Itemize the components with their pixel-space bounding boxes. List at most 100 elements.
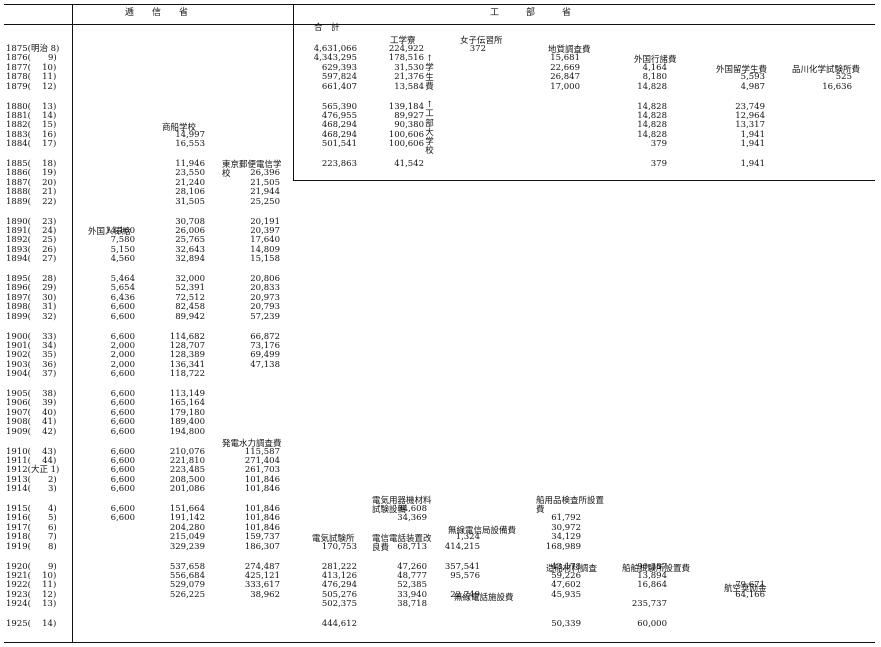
year-label: 1886( 19) (6, 168, 57, 179)
tokyo-value: 21,505 (250, 177, 280, 188)
hatsuden-value: 261,703 (244, 465, 280, 476)
year-label: 1900( 33) (6, 331, 57, 342)
gaikoku-ryoko-value: 379 (650, 139, 667, 150)
gaikokujin-value: 6,600 (110, 504, 135, 514)
denki-shiken-value: 413,126 (321, 570, 357, 581)
senpaku-shiken-value: 13,894 (637, 570, 667, 581)
senpaku-value: 191,142 (169, 513, 205, 524)
denki-yohin-value: 52,385 (397, 580, 427, 591)
senpaku-value: 32,643 (175, 244, 205, 255)
senpaku-value: 189,400 (169, 417, 205, 428)
gaikokujin-value: 6,600 (110, 513, 135, 524)
koburyo-value: 89,927 (394, 110, 424, 121)
koburyo-value: 178,516 (388, 53, 424, 64)
gokei-label: 合 計 (314, 23, 340, 33)
koku-value: 64,166 (735, 589, 765, 600)
chishitsu-value: 15,681 (550, 53, 580, 64)
kogakuryo-vertical-note: ↑ 学 生 費 (425, 54, 434, 92)
senpaku-shiken-value: 16,864 (637, 580, 667, 591)
funayohin-value: 61,792 (551, 513, 581, 524)
senpaku-value: 537,658 (169, 561, 205, 572)
gaikokujin-value: 4,560 (110, 254, 135, 265)
tokyo-yubin-label: 東京郵便電信学 校 (222, 160, 282, 180)
gaikoku-ryugaku-value: 4,987 (740, 81, 765, 92)
gaikokujin-value: 5,150 (110, 244, 135, 255)
denki-shiken-value: 505,276 (321, 589, 357, 600)
year-label: 1918( 7) (6, 532, 57, 543)
senpaku-value: 89,942 (175, 311, 205, 322)
kobu-bottom-rule (293, 180, 875, 181)
funayohin-label: 船用品検査所設置 費 (536, 496, 605, 516)
gaikoku-ryoko-value: 4,164 (642, 62, 667, 73)
tokyo-value: 20,793 (250, 302, 280, 313)
gaikokujin-value: 6,600 (110, 455, 135, 466)
gaikokujin-value: 5,654 (110, 283, 135, 294)
year-label: 1879( 12) (6, 81, 57, 92)
gaikokujin-value: 14,160 (105, 225, 135, 236)
year-label: 1876( 9) (6, 53, 57, 64)
zosen-value: 59,226 (551, 570, 581, 581)
gokei-value: 565,390 (321, 101, 357, 112)
denki-yohin-value: 47,260 (397, 561, 427, 572)
bottom-rule (4, 642, 875, 643)
denki-shiken-value: 170,753 (321, 541, 357, 552)
teishin-header: 逓 信 省 (125, 8, 189, 18)
gokei-value: 597,824 (321, 72, 357, 83)
gaikoku-ryugaku-value: 1,941 (740, 129, 765, 140)
musen-kyoku-value: 22,749 (450, 589, 480, 600)
senpaku-value: 82,458 (175, 302, 205, 313)
senpaku-value: 72,512 (175, 292, 205, 303)
gaikokujin-value: 6,600 (110, 474, 135, 485)
year-label: 1907( 40) (6, 407, 57, 418)
denki-shiken-value: 444,612 (321, 619, 357, 629)
year-label: 1896( 29) (6, 283, 57, 294)
gaikoku-ryoko-value: 8,180 (642, 72, 667, 83)
senpaku-value: 194,800 (169, 426, 205, 437)
gaikokujin-value: 6,600 (110, 484, 135, 495)
gaikoku-ryugaku-value: 1,941 (740, 139, 765, 150)
denki-shiken-value: 502,375 (321, 599, 357, 610)
year-label: 1909( 42) (6, 426, 57, 437)
year-label: 1892( 25) (6, 235, 57, 246)
year-label: 1875(明治 8) (6, 44, 60, 54)
gaikoku-ryugaku-value: 13,317 (735, 120, 765, 131)
jyoshi-label: 女子伝習所 (460, 36, 503, 46)
kobu-header: 工 部 省 (490, 8, 572, 18)
tokyo-value: 15,158 (250, 254, 280, 265)
gaikoku-ryoko-label: 外国行諸費 (634, 55, 677, 65)
senpaku-value: 208,500 (169, 474, 205, 485)
gaikokujin-value: 6,600 (110, 465, 135, 476)
funayohin-value: 30,972 (551, 522, 581, 533)
senpaku-shiken-value: 60,000 (637, 619, 667, 629)
senpaku-value: 30,708 (175, 216, 205, 227)
koburyo-value: 41,542 (394, 159, 424, 169)
hatsuden-label: 発電水力調査費 (222, 439, 282, 449)
koku-label: 航空奨励金 (724, 584, 767, 594)
jyoshi-value: 372 (469, 44, 486, 54)
tokyo-value: 20,973 (250, 292, 280, 303)
year-label: 1890( 23) (6, 216, 57, 227)
gaikoku-ryoko-value: 14,828 (637, 120, 667, 131)
year-label: 1877( 10) (6, 62, 57, 73)
year-label: 1902( 35) (6, 350, 57, 361)
gaikokujin-value: 6,600 (110, 446, 135, 457)
year-label: 1882( 15) (6, 120, 57, 131)
zosen-value: 43,178 (551, 561, 581, 572)
year-label: 1880( 13) (6, 101, 57, 112)
year-label: 1881( 14) (6, 110, 57, 121)
koburyo-value: 21,376 (394, 72, 424, 83)
denki-yohin-value: 38,718 (397, 599, 427, 610)
senpaku-value: 179,180 (169, 407, 205, 418)
year-label: 1919( 8) (6, 541, 57, 552)
hatsuden-value: 186,307 (244, 541, 280, 552)
senpaku-value: 151,664 (169, 504, 205, 514)
hatsuden-value: 101,846 (244, 513, 280, 524)
tokyo-value: 69,499 (250, 350, 280, 361)
year-label: 1914( 3) (6, 484, 57, 495)
denki-yohin-value: 34,608 (397, 504, 427, 514)
gaikokujin-value: 7,580 (110, 235, 135, 246)
gokei-value: 4,631,066 (313, 44, 357, 54)
tokyo-value: 20,191 (250, 216, 280, 227)
senpaku-value: 221,810 (169, 455, 205, 466)
gokei-value: 4,343,295 (313, 53, 357, 64)
